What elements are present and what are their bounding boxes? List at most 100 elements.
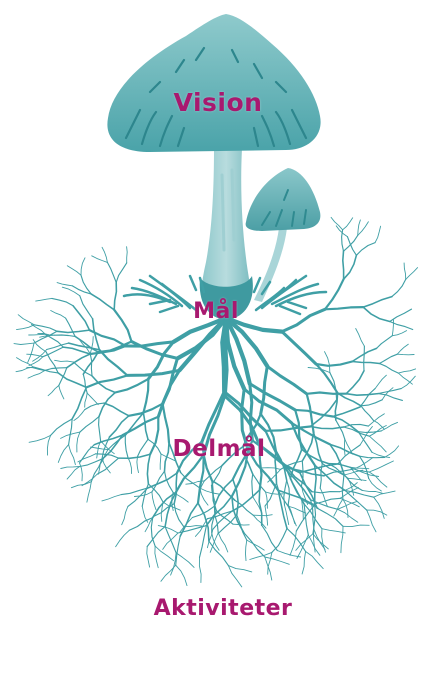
root-branch xyxy=(333,407,360,417)
root-branch xyxy=(316,364,338,393)
root-branch xyxy=(151,518,155,547)
root-branch xyxy=(107,262,116,282)
root-branch xyxy=(253,515,272,516)
root-branch xyxy=(17,358,34,368)
root-branch xyxy=(55,360,74,362)
root-branch xyxy=(342,474,344,499)
root-branch xyxy=(47,343,69,349)
root-branch xyxy=(87,393,98,405)
root-branch xyxy=(369,472,387,487)
root-branch xyxy=(265,483,277,506)
root-branch xyxy=(224,392,265,431)
root-branch xyxy=(362,490,382,493)
root-branch xyxy=(317,508,343,526)
root-branch xyxy=(374,497,385,518)
root-branch xyxy=(90,337,93,354)
root-branch xyxy=(343,251,344,279)
root-branch xyxy=(163,533,178,549)
root-branch xyxy=(102,495,121,501)
root-branch xyxy=(218,533,228,552)
root-branch xyxy=(401,376,415,388)
root-branch xyxy=(380,364,399,374)
root-branch xyxy=(404,263,406,279)
root-branch xyxy=(356,329,365,347)
root-branch xyxy=(302,552,306,575)
root-branch xyxy=(375,375,386,388)
root-branch xyxy=(344,424,369,427)
root-branch xyxy=(313,534,328,549)
root-branch xyxy=(51,419,73,435)
root-branch xyxy=(104,403,129,416)
root-branch xyxy=(369,461,393,472)
root-branch xyxy=(176,536,181,565)
root-branch xyxy=(343,218,353,230)
root-branch xyxy=(331,217,343,229)
root-branch xyxy=(122,506,128,524)
root-branch xyxy=(287,480,290,504)
root-branch xyxy=(33,340,46,352)
root-branch xyxy=(406,268,418,280)
root-branch xyxy=(252,474,253,497)
root-branch xyxy=(116,530,130,546)
root-branch xyxy=(341,526,343,552)
root-branch xyxy=(277,483,289,506)
small-mushroom-cap xyxy=(246,168,321,231)
root-branch xyxy=(116,263,127,283)
root-branch xyxy=(206,496,232,525)
root-branch xyxy=(261,468,280,470)
root-branch xyxy=(176,565,187,585)
root-branch xyxy=(237,515,247,540)
root-branch xyxy=(200,488,220,494)
root-branch xyxy=(28,371,45,379)
root-branch xyxy=(253,515,266,528)
root-branch xyxy=(358,431,381,433)
root-branch xyxy=(352,362,379,364)
mal-label: Mål xyxy=(5,299,422,324)
root-branch xyxy=(174,473,177,504)
vision-mushroom-cap xyxy=(107,14,320,152)
root-branch xyxy=(147,527,165,547)
root-branch xyxy=(228,566,251,572)
root-branch xyxy=(123,417,159,435)
root-branch xyxy=(155,546,174,561)
root-branch xyxy=(247,540,264,550)
root-branch xyxy=(28,343,34,362)
root-branch xyxy=(344,255,357,279)
root-branch xyxy=(344,427,370,436)
main-mushroom-stem xyxy=(202,148,251,300)
root-branch xyxy=(398,373,412,384)
root-branch xyxy=(246,540,247,561)
root-branch xyxy=(380,354,398,363)
root-branch xyxy=(85,403,105,410)
root-branch xyxy=(72,387,86,419)
root-branch xyxy=(250,384,296,410)
root-branch xyxy=(312,492,340,493)
root-branch xyxy=(375,226,381,242)
root-branch xyxy=(392,331,406,336)
root-branch xyxy=(277,551,300,558)
root-branch xyxy=(176,553,194,568)
root-branch xyxy=(209,541,229,565)
root-branch xyxy=(85,393,88,407)
root-branch xyxy=(212,533,219,550)
root-branch xyxy=(343,525,369,527)
root-branch xyxy=(310,427,343,429)
root-branch xyxy=(16,367,34,372)
root-branch xyxy=(67,354,90,368)
aktiviteter-label: Aktiviteter xyxy=(12,596,422,621)
root-branch xyxy=(198,503,209,541)
root-branch xyxy=(316,362,352,366)
root-branch xyxy=(267,366,306,394)
root-branch xyxy=(102,247,107,262)
root-branch xyxy=(325,352,330,373)
root-branch xyxy=(356,243,375,256)
root-branch xyxy=(67,467,80,480)
root-branch xyxy=(268,469,281,482)
root-branch xyxy=(233,524,249,525)
root-branch xyxy=(115,379,148,393)
root-branch xyxy=(207,511,232,519)
root-branch xyxy=(262,525,278,550)
root-branch xyxy=(282,332,316,364)
root-branch xyxy=(378,394,402,401)
root-branch xyxy=(80,417,99,433)
